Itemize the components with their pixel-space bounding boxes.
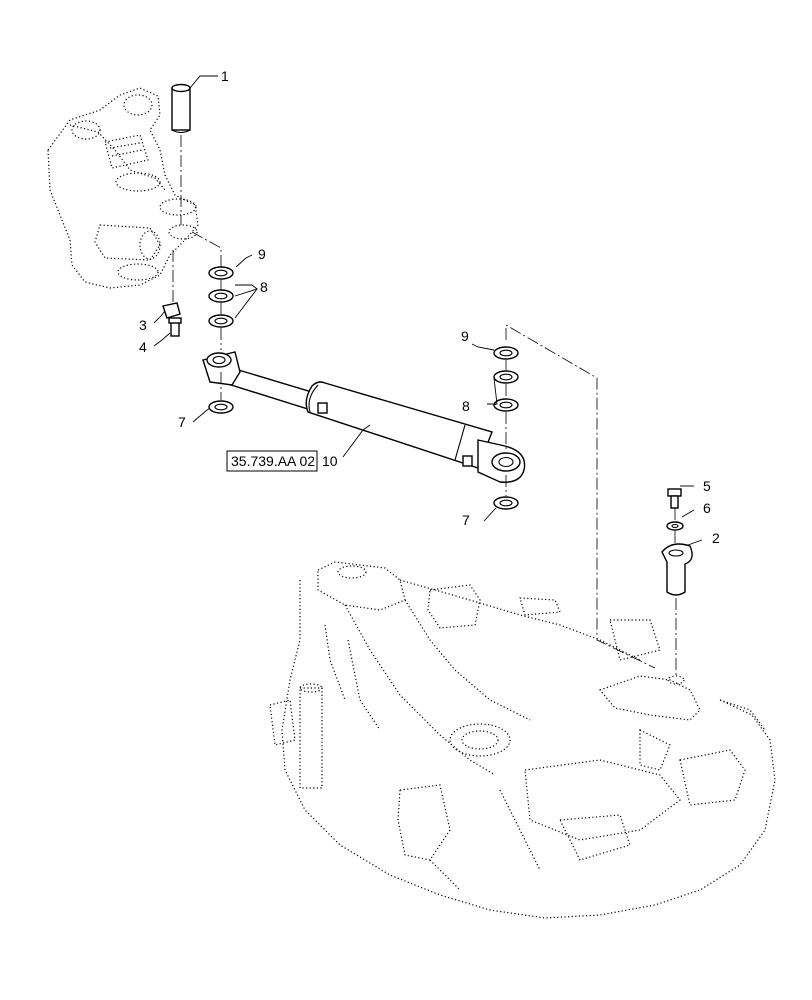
reference-box[interactable]: 35.739.AA 02 [226,450,318,472]
callout-8-right: 8 [462,398,470,414]
callout-9-right: 9 [461,328,469,344]
callouts: 1 2 3 4 5 6 7 7 8 8 9 9 10 [139,68,720,546]
washers-right [493,346,519,510]
callout-3: 3 [139,317,147,333]
pin-part-1 [171,83,191,134]
callout-7-left: 7 [178,414,186,430]
swing-bracket [47,87,199,289]
callout-10: 10 [322,453,338,469]
lock-plate-part-3 [162,302,181,319]
bolt-part-5 [667,488,682,509]
reference-label: 35.739.AA 02 [231,453,315,469]
bolt-part-4 [168,317,182,337]
callout-1: 1 [221,68,229,84]
callout-9-left: 9 [258,246,266,262]
callout-5: 5 [703,478,711,494]
callout-2: 2 [712,530,720,546]
callout-6: 6 [703,500,711,516]
callout-4: 4 [139,339,147,355]
washer-part-6 [666,521,684,531]
leader-lines [153,75,703,546]
callout-8-left: 8 [260,279,268,295]
callout-7-right: 7 [462,512,470,528]
hydraulic-cylinder-part-10 [202,351,526,483]
upper-frame [269,561,776,919]
center-lines [172,135,677,676]
washers-left [208,266,234,414]
pin-part-2 [661,543,693,596]
